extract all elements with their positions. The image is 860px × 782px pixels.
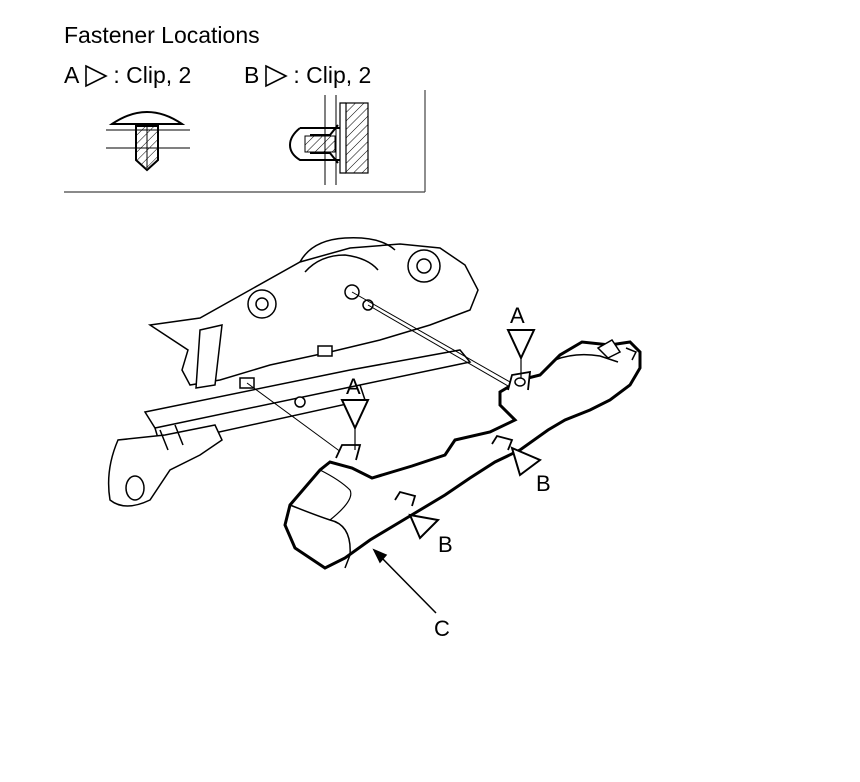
legend-letter-b: B [244, 62, 260, 88]
legend-desc-b: : Clip, 2 [293, 62, 372, 88]
legend-item-a: A : Clip, 2 [64, 62, 191, 89]
callout-c: C [434, 616, 450, 641]
callout-b: B [536, 471, 551, 496]
legend-desc-a: : Clip, 2 [113, 62, 192, 88]
page-title: Fastener Locations [64, 22, 260, 48]
callout-a: A [510, 303, 525, 328]
clip-b-marker [408, 513, 441, 540]
triangle-marker-icon [265, 64, 289, 87]
clip-a-marker [340, 399, 370, 450]
seat-track-cover [283, 339, 642, 570]
clip-a-marker [506, 329, 536, 378]
alignment-lines [246, 291, 516, 456]
callout-a: A [346, 374, 361, 399]
legend-frame [64, 90, 426, 193]
push-rivet-clip-icon [106, 111, 190, 172]
legend-item-b: B : Clip, 2 [244, 62, 371, 89]
callout-b: B [438, 532, 453, 557]
spring-clip-icon [288, 95, 369, 185]
callout-c-leader [372, 548, 437, 614]
legend-letter-a: A [64, 62, 80, 88]
clip-b-marker [510, 446, 542, 477]
triangle-marker-icon [85, 64, 109, 87]
